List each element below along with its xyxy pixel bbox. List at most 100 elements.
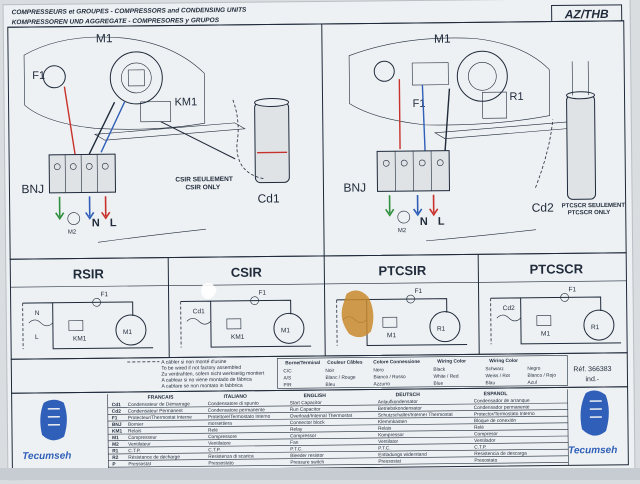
brand-name-left: Tecumseh [22, 451, 71, 463]
schematic-label: F1 [101, 291, 109, 298]
schematic-label: M1 [541, 331, 550, 338]
right-r1-label: R1 [509, 91, 523, 103]
left-km1-relay [141, 102, 171, 122]
legend-header: FRANCAIS [148, 395, 175, 401]
wiring-table-cell: Azul [527, 380, 536, 386]
wiring-table-header: Couleur Câbles [327, 360, 363, 366]
wiring-table-cell: C/C [283, 368, 292, 374]
schematic-label: M1 [387, 332, 396, 339]
wiring-table-cell: Bianco / Rosso [373, 374, 406, 380]
component-box [227, 319, 241, 329]
legend-cell: Relé [474, 425, 484, 431]
schematic-title: CSIR [231, 265, 263, 280]
legend-header: DEUTSCH [396, 392, 421, 398]
legend-code: Cd2 [112, 409, 121, 415]
wiring-table-cell: P/R [283, 382, 292, 388]
legend-cell: Entladungs widerstand [378, 452, 427, 459]
wiring-table-cell: Noir [325, 368, 334, 374]
right-n-label: N [420, 216, 428, 228]
wiring-table-cell: A/S [283, 375, 291, 381]
schematic-title: RSIR [73, 266, 105, 281]
wiring-table-cell: Black [433, 367, 445, 373]
left-fan-m2 [68, 213, 80, 225]
wiring-table-cell: Bleu [325, 382, 335, 388]
legend-cell: Resistenza di scarica [208, 453, 254, 459]
legend-cell: Résistance de décharge [128, 454, 180, 461]
right-note-fr: PTCSCR SEULEMENT [562, 203, 626, 210]
legend-cell: Condensador permanente [474, 404, 530, 411]
left-compressor-terminal-housing [110, 52, 163, 105]
left-m2-label: M2 [68, 230, 77, 236]
legend-code: P [112, 462, 116, 468]
legend-cell: Run Capacitor [290, 407, 321, 413]
schematic-label: R1 [437, 326, 446, 333]
legend-cell: Compresseur [128, 435, 157, 441]
wiring-table-cell: Blau [485, 380, 495, 386]
note-line5: A cablare se non montato in fabbrica [162, 383, 243, 390]
legend-cell: Kompressor [378, 432, 404, 438]
right-r1-ptc [482, 92, 506, 118]
legend-cell: Relay [290, 427, 303, 433]
left-l-label: L [110, 217, 117, 229]
legend-cell: Fan [290, 440, 299, 446]
right-l-label: L [438, 216, 445, 228]
legend-cell: C.T.P. [474, 444, 487, 450]
legend-cell: Relais [378, 426, 392, 432]
bottom-edge-strip [0, 468, 640, 480]
left-km1-label: KM1 [174, 96, 197, 108]
wiring-table-cell: Blanc / Rouge [325, 375, 356, 381]
schematic-label: L [35, 334, 39, 341]
legend-cell: C.T.P. [208, 447, 221, 453]
legend-cell: Schutzschalter/Interner Thermostat [378, 412, 454, 419]
wiring-table-cell: Blue [433, 381, 443, 387]
wiring-table-cell: Schwarz [485, 366, 504, 372]
schematic-label: N [35, 310, 40, 317]
legend-header: ESPANOL [484, 391, 508, 397]
component-box [69, 320, 83, 330]
wiring-table-header: Colore Connessione [373, 359, 420, 365]
legend-code: M1 [112, 435, 119, 441]
tecumseh-logo-left: Tecumseh [22, 400, 72, 463]
left-f1-protector [43, 66, 65, 88]
reference-ind: ind.- [585, 376, 599, 383]
top-diagram-frame [8, 21, 626, 259]
schematic-label: R1 [591, 324, 600, 331]
schematic-label: M1 [123, 329, 132, 336]
header-line2: KOMPRESSOREN UND AGGREGATE - COMPRESORES… [12, 17, 220, 26]
left-bnj-label: BNJ [21, 182, 44, 196]
legend-cell: Pressostat [128, 461, 151, 467]
component-box [383, 317, 397, 327]
tecumseh-logo-right: Tecumseh [568, 390, 618, 456]
legend-cell: Protettore/Termostato Interno [208, 414, 271, 421]
legend-code: Cd1 [112, 402, 121, 408]
right-f1-protector [412, 63, 448, 85]
legend-cell: Relais [128, 428, 142, 434]
legend-cell: Start Capacitor [290, 400, 322, 406]
wiring-table-header: Wiring Color [437, 358, 466, 364]
legend-cell: Condensatore permanente [208, 407, 265, 414]
legend-cell: Overload/Internal Thermostat [290, 413, 353, 420]
legend-cell: Klemmkasten [378, 419, 407, 425]
legend-cell: Betriebskondensator [378, 406, 422, 412]
left-n-label: N [92, 217, 100, 229]
legend-cell: Bleeder resistor [290, 453, 324, 459]
diagram-canvas: COMPRESSEURS et GROUPES - COMPRESSORS an… [4, 0, 635, 479]
legend-cell: Condensatore di spunto [208, 401, 259, 408]
legend-cell: Compresor [474, 431, 498, 437]
right-m1-label: M1 [434, 32, 451, 46]
wiring-color-table: Borne/Terminal Couleur Câbles Colore Conne… [277, 355, 567, 388]
legend-cell: P.T.C. [290, 446, 303, 452]
legend-cell: Ventilatore [208, 441, 231, 447]
schematics-group: RSIRF1KM1M1NLCSIRF1KM1M1Cd1PTCSIRF1M1R1P… [22, 261, 621, 349]
legend-cell: Condensateur de Démarrage [128, 401, 191, 408]
wiring-table-header: Wiring Color [489, 358, 518, 364]
legend-cell: Pressostat [378, 459, 401, 465]
schematic-label: F1 [415, 288, 423, 295]
legend-header: ENGLISH [304, 393, 327, 399]
right-note-en: PTCSCR ONLY [568, 210, 611, 216]
schematic-title: PTCSIR [378, 263, 426, 279]
wiring-table-header: Borne/Terminal [285, 360, 320, 366]
wiring-table-cell: Azzurro [373, 381, 390, 387]
legend-cell: Relè [208, 427, 218, 433]
